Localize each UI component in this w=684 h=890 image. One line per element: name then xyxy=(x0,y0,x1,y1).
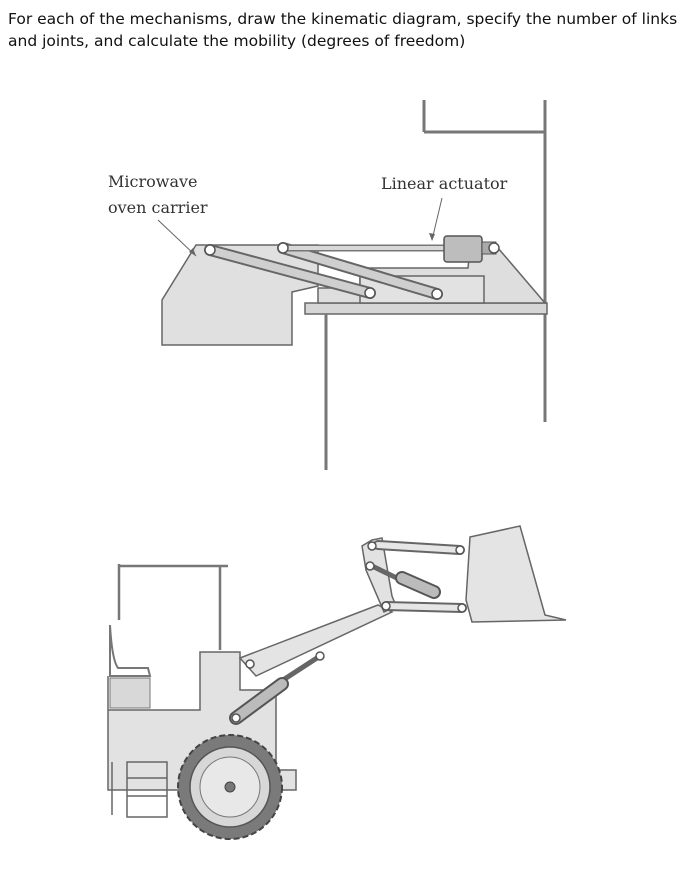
leader-actuator xyxy=(431,197,443,241)
shelf xyxy=(304,302,548,470)
label-linear-actuator: Linear actuator xyxy=(381,174,508,193)
upper-cabinet xyxy=(422,100,547,422)
leader-carrier xyxy=(157,219,197,257)
question-text: For each of the mechanisms, draw the kin… xyxy=(8,10,678,50)
microwave-carrier-figure: Microwave oven carrier Linear actuator xyxy=(108,100,548,470)
bucket xyxy=(465,525,567,623)
seat xyxy=(109,624,152,677)
actuator-cylinder xyxy=(443,235,483,263)
pin-joints xyxy=(204,242,500,300)
roof-frame xyxy=(117,564,228,650)
loader-figure xyxy=(107,525,567,840)
front-wheel xyxy=(177,734,283,840)
step-ladder xyxy=(111,761,168,818)
loader-pin-joints xyxy=(231,541,467,723)
boom-arm xyxy=(238,604,394,677)
label-oven-carrier: oven carrier xyxy=(108,198,208,217)
label-microwave: Microwave xyxy=(108,172,197,191)
